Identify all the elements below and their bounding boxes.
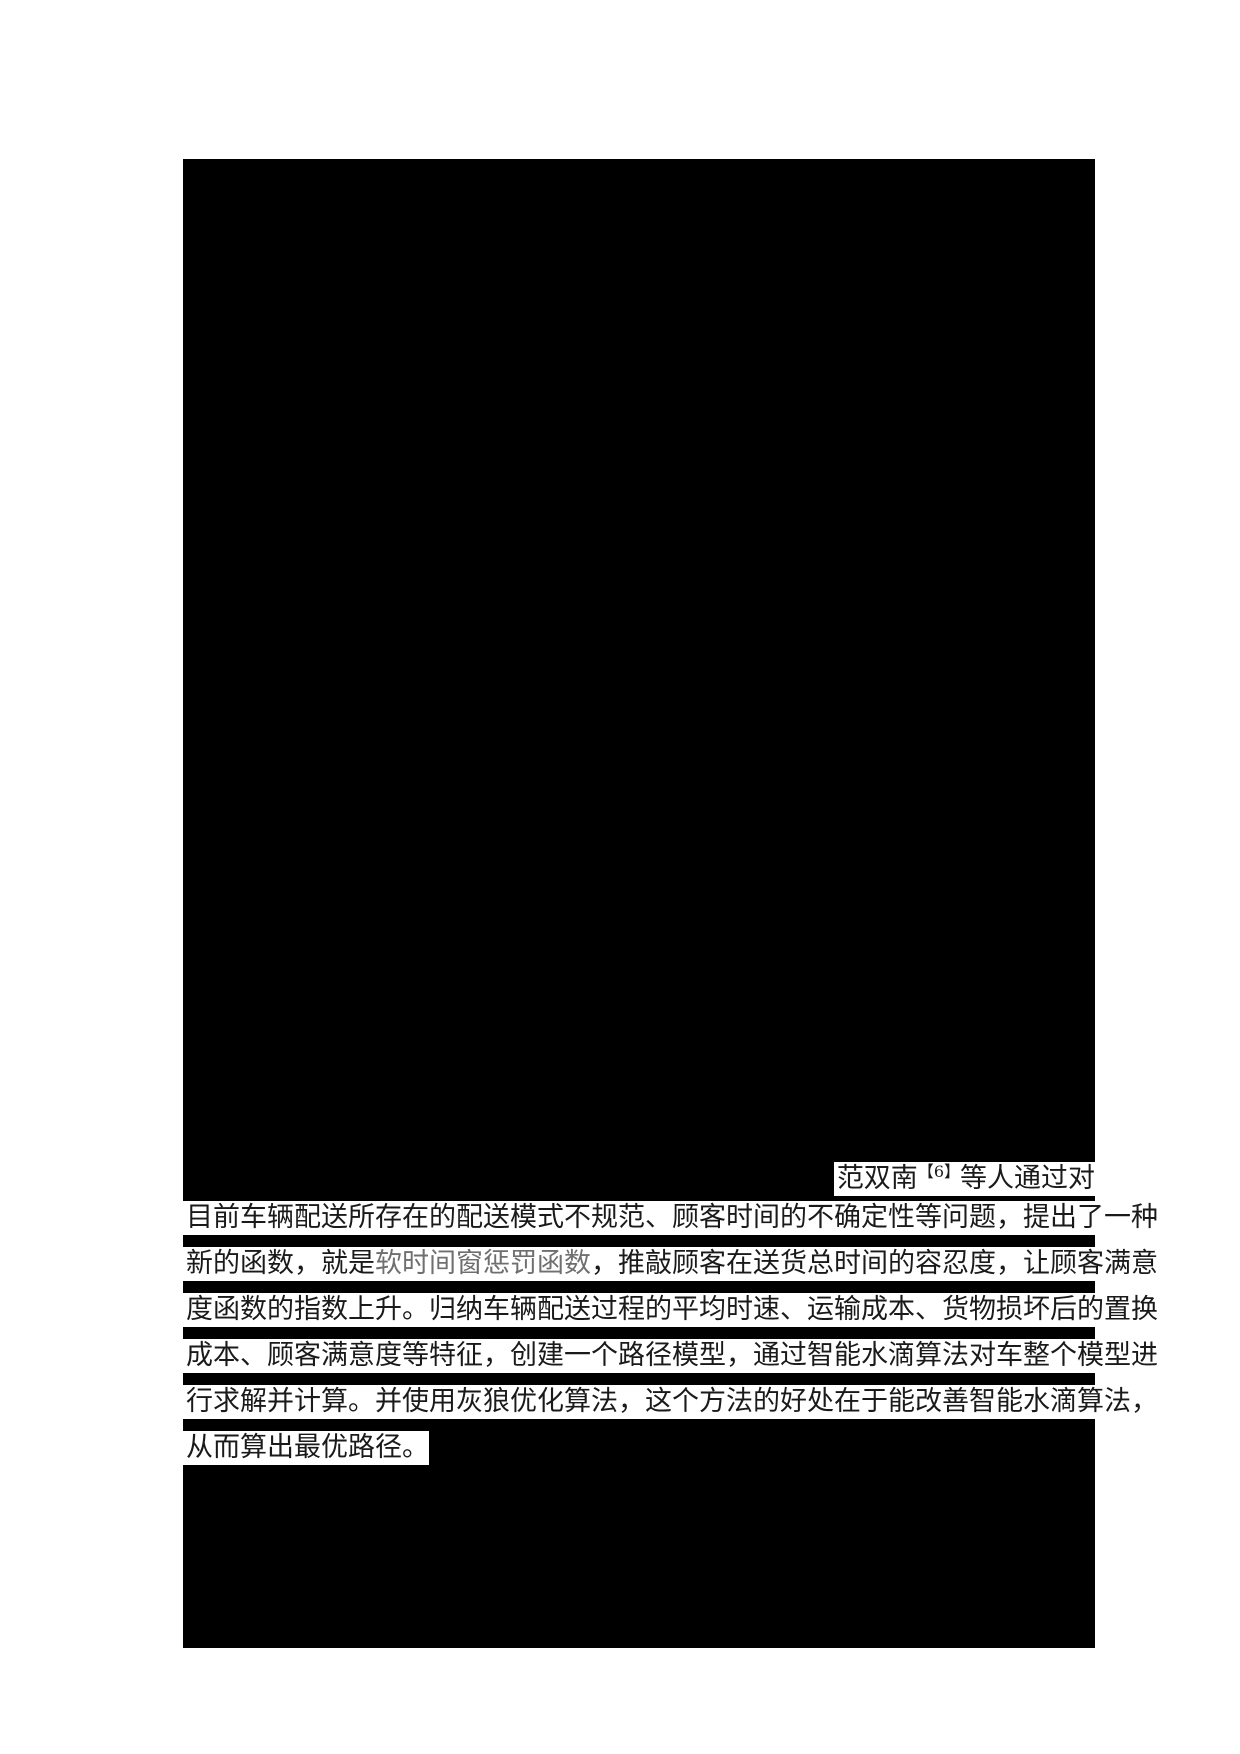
text-segment: 目前车辆配送所存在的配送模式不规范、顾客时间的不确定性等问题，提出了一种 [186,1202,1158,1233]
body-text-container: 范双南【6】等人通过对目前车辆配送所存在的配送模式不规范、顾客时间的不确定性等问… [183,1150,1158,1648]
text-segment: 行求解并计算。并使用灰狼优化算法，这个方法的好处在于能改善智能水滴算法， [186,1386,1158,1417]
reference-marker: 【6】 [917,1162,960,1181]
text-line: 范双南【6】等人通过对 [183,1155,1095,1196]
highlighted-text-run: 度函数的指数上升。归纳车辆配送过程的平均时速、运输成本、货物损坏后的置换 [183,1293,1158,1327]
highlighted-text-run: 成本、顾客满意度等特征，创建一个路径模型，通过智能水滴算法对车整个模型进 [183,1339,1158,1373]
text-segment: 新的函数，就是 [186,1248,375,1279]
text-line: 成本、顾客满意度等特征，创建一个路径模型，通过智能水滴算法对车整个模型进 [183,1339,1158,1373]
text-segment: 等人通过对 [960,1163,1095,1194]
highlighted-text-run: 新的函数，就是软时间窗惩罚函数，推敲顾客在送货总时间的容忍度，让顾客满意 [183,1247,1158,1281]
highlighted-text-run: 从而算出最优路径。 [183,1431,429,1465]
text-segment: 成本、顾客满意度等特征，创建一个路径模型，通过智能水滴算法对车整个模型进 [186,1340,1158,1371]
highlighted-text-run: 行求解并计算。并使用灰狼优化算法，这个方法的好处在于能改善智能水滴算法， [183,1385,1158,1419]
highlighted-text-run: 范双南【6】等人通过对 [833,1162,1095,1196]
text-line: 目前车辆配送所存在的配送模式不规范、顾客时间的不确定性等问题，提出了一种 [183,1201,1158,1235]
text-segment: 范双南 [836,1163,918,1194]
text-segment: 度函数的指数上升。归纳车辆配送过程的平均时速、运输成本、货物损坏后的置换 [186,1294,1158,1325]
text-line: 从而算出最优路径。 [183,1431,1095,1465]
muted-text-segment: 软时间窗惩罚函数 [375,1248,591,1279]
highlighted-text-run: 目前车辆配送所存在的配送模式不规范、顾客时间的不确定性等问题，提出了一种 [183,1201,1158,1235]
text-segment: 从而算出最优路径。 [186,1432,429,1463]
text-line: 新的函数，就是软时间窗惩罚函数，推敲顾客在送货总时间的容忍度，让顾客满意 [183,1247,1158,1281]
text-line: 行求解并计算。并使用灰狼优化算法，这个方法的好处在于能改善智能水滴算法， [183,1385,1158,1419]
text-line: 度函数的指数上升。归纳车辆配送过程的平均时速、运输成本、货物损坏后的置换 [183,1293,1158,1327]
text-segment: ，推敲顾客在送货总时间的容忍度，让顾客满意 [591,1248,1158,1279]
